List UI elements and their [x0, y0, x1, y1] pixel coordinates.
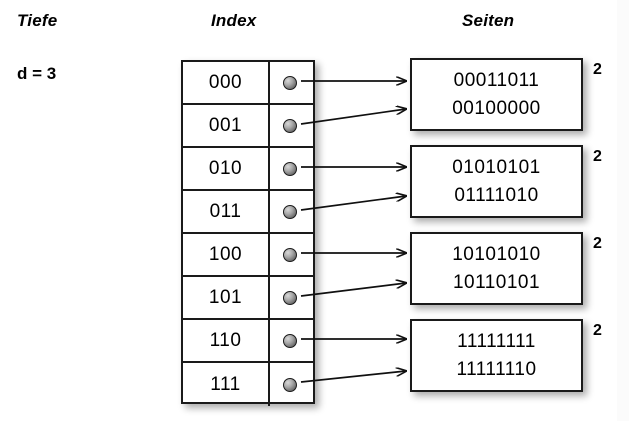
index-key: 001 [183, 105, 270, 146]
pointer-dot-icon [283, 161, 297, 176]
index-key: 110 [183, 320, 270, 361]
pointer-dot-icon [283, 204, 297, 219]
column-heading-pages: Seiten [462, 11, 515, 30]
page-box[interactable]: 10101010 10110101 [410, 232, 583, 305]
page-count: 2 [593, 61, 602, 78]
index-row[interactable]: 100 [183, 234, 313, 277]
pointer-dot-icon [283, 247, 297, 262]
page-count: 2 [593, 148, 602, 165]
page-line: 11111111 [457, 330, 536, 352]
page-box[interactable]: 00011011 00100000 [410, 58, 583, 131]
pointer-dot-icon [283, 377, 297, 392]
pointer-dot-icon [283, 290, 297, 305]
index-pointer-cell[interactable] [270, 191, 313, 232]
pointer-dot-icon [283, 333, 297, 348]
page-box[interactable]: 01010101 01111010 [410, 145, 583, 218]
index-row[interactable]: 111 [183, 363, 313, 406]
index-pointer-cell[interactable] [270, 148, 313, 189]
pointer-dot-icon [283, 75, 297, 90]
index-row[interactable]: 110 [183, 320, 313, 363]
index-key: 010 [183, 148, 270, 189]
page-line: 00100000 [452, 97, 541, 119]
index-row[interactable]: 101 [183, 277, 313, 320]
page-count: 2 [593, 235, 602, 252]
index-key: 011 [183, 191, 270, 232]
index-table: 000 001 010 011 100 [181, 60, 315, 406]
index-row[interactable]: 001 [183, 105, 313, 148]
arrow-011-to-page-2 [300, 196, 406, 211]
index-key: 101 [183, 277, 270, 318]
arrow-111-to-page-4 [300, 371, 406, 383]
index-pointer-cell[interactable] [270, 363, 313, 406]
right-edge-band [617, 0, 629, 421]
index-row[interactable]: 000 [183, 62, 313, 105]
page-line: 01111010 [454, 184, 539, 206]
column-heading-depth: Tiefe [17, 11, 58, 30]
page-count: 2 [593, 322, 602, 339]
page-line: 10101010 [452, 243, 541, 265]
index-pointer-cell[interactable] [270, 62, 313, 103]
page-line: 10110101 [452, 271, 541, 293]
page-line: 11111110 [456, 358, 537, 380]
index-key: 100 [183, 234, 270, 275]
arrow-101-to-page-3 [300, 283, 406, 297]
column-heading-index: Index [211, 11, 257, 30]
pointer-dot-icon [283, 118, 297, 133]
page-line: 00011011 [453, 69, 540, 91]
index-row[interactable]: 011 [183, 191, 313, 234]
index-pointer-cell[interactable] [270, 105, 313, 146]
index-pointer-cell[interactable] [270, 277, 313, 318]
depth-value-label: d = 3 [17, 64, 57, 83]
page-box[interactable]: 11111111 11111110 [410, 319, 583, 392]
page-line: 01010101 [452, 156, 541, 178]
index-key: 000 [183, 62, 270, 103]
index-key: 111 [183, 363, 270, 406]
arrow-001-to-page-1 [300, 109, 406, 125]
index-pointer-cell[interactable] [270, 234, 313, 275]
index-pointer-cell[interactable] [270, 320, 313, 361]
index-row[interactable]: 010 [183, 148, 313, 191]
